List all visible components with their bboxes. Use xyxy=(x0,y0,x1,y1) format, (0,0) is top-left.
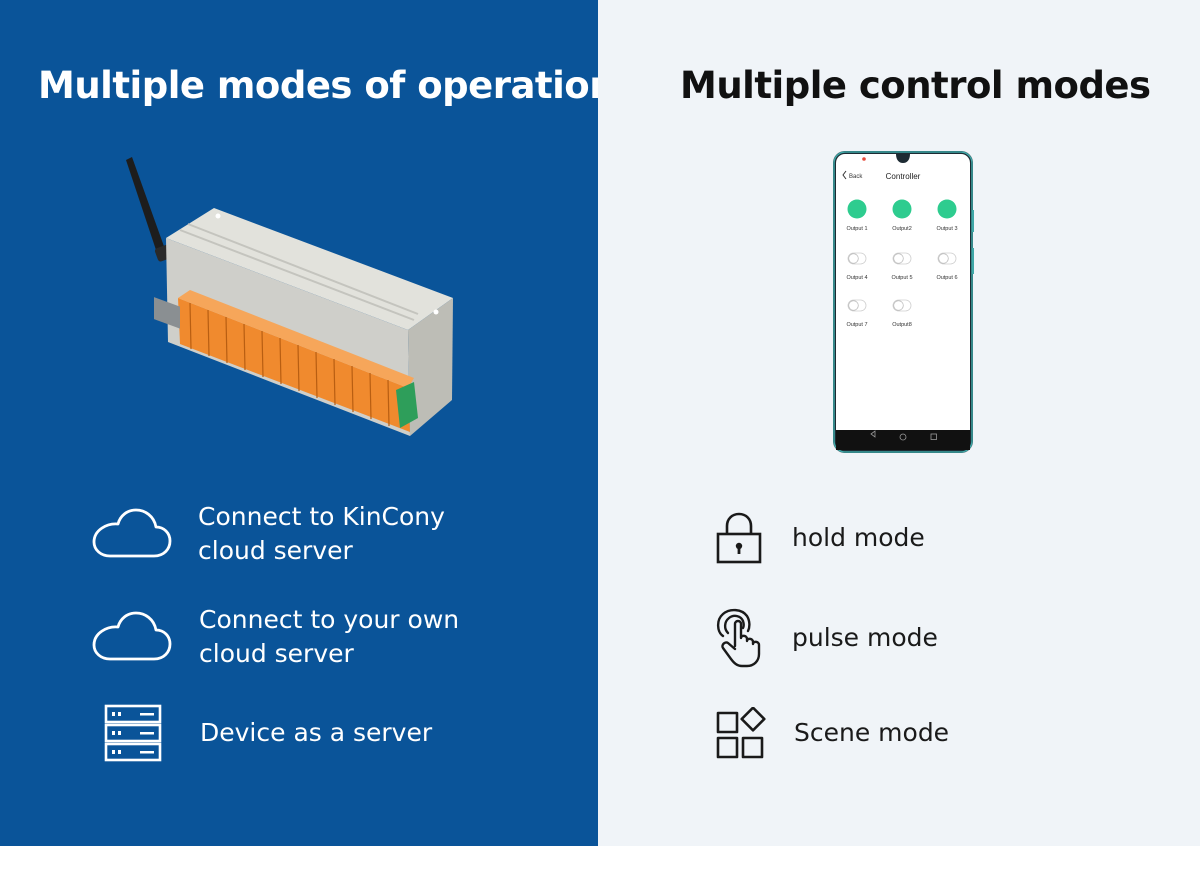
feature-hold-mode: hold mode xyxy=(716,512,925,564)
left-panel: Multiple modes of operation xyxy=(0,0,616,846)
toggle-on-indicator xyxy=(892,199,912,219)
bottom-strip xyxy=(0,846,1200,876)
feature-kincony-cloud: Connect to KinCony cloud server xyxy=(90,500,445,568)
output-label: Output 6 xyxy=(936,275,957,281)
toggle-on-indicator xyxy=(847,199,867,219)
outputs-grid: Output 1 Output2 Output 3 Output 4 Output 5 O… xyxy=(846,199,958,328)
feature-text: Connect to your own cloud server xyxy=(199,605,460,668)
output-toggle[interactable]: Output2 xyxy=(892,199,912,233)
output-label: Output 1 xyxy=(846,226,867,232)
phone-back-button[interactable]: Back xyxy=(849,174,863,180)
feature-device-server: Device as a server xyxy=(104,704,432,762)
feature-text: pulse mode xyxy=(792,623,938,652)
operation-modes-title: Multiple modes of operation xyxy=(38,64,616,107)
output-toggle[interactable]: Output 7 xyxy=(846,299,868,328)
cloud-icon xyxy=(92,611,172,661)
output-label: Output 5 xyxy=(891,275,912,281)
toggle-knob xyxy=(848,253,859,264)
output-toggle[interactable]: Output 3 xyxy=(936,199,958,233)
feature-text: Connect to KinCony cloud server xyxy=(198,502,445,565)
output-label: Output 7 xyxy=(846,322,867,328)
feature-scene-mode: Scene mode xyxy=(716,707,949,759)
scene-icon xyxy=(716,707,766,759)
nav-recent-icon[interactable] xyxy=(930,433,937,440)
control-modes-title: Multiple control modes xyxy=(680,64,1151,107)
output-label: Output 4 xyxy=(846,275,867,281)
output-toggle[interactable]: Output8 xyxy=(892,299,912,328)
toggle-knob xyxy=(938,253,949,264)
feature-own-cloud: Connect to your own cloud server xyxy=(90,603,459,671)
output-label: Output2 xyxy=(892,226,912,232)
touch-icon xyxy=(716,608,761,668)
phone-app-title: Controller xyxy=(886,172,921,181)
toggle-on-indicator xyxy=(937,199,957,219)
server-icon xyxy=(104,704,162,762)
output-toggle[interactable]: Output 5 xyxy=(891,252,913,281)
output-toggle[interactable]: Output 6 xyxy=(936,252,958,281)
cloud-icon xyxy=(92,508,172,558)
toggle-knob xyxy=(893,300,904,311)
output-label: Output 3 xyxy=(936,226,957,232)
lock-icon xyxy=(716,512,762,564)
nav-home-icon[interactable] xyxy=(899,433,907,441)
relay-controller-image xyxy=(126,157,453,436)
toggle-knob xyxy=(893,253,904,264)
output-toggle[interactable]: Output 1 xyxy=(846,199,868,233)
toggle-knob xyxy=(848,300,859,311)
output-toggle[interactable]: Output 4 xyxy=(846,252,868,281)
feature-text: Device as a server xyxy=(200,718,433,747)
feature-text: hold mode xyxy=(792,523,925,552)
feature-text: Scene mode xyxy=(794,718,950,747)
feature-pulse-mode: pulse mode xyxy=(714,608,938,668)
nav-back-icon[interactable] xyxy=(870,430,876,438)
output-label: Output8 xyxy=(892,322,912,328)
